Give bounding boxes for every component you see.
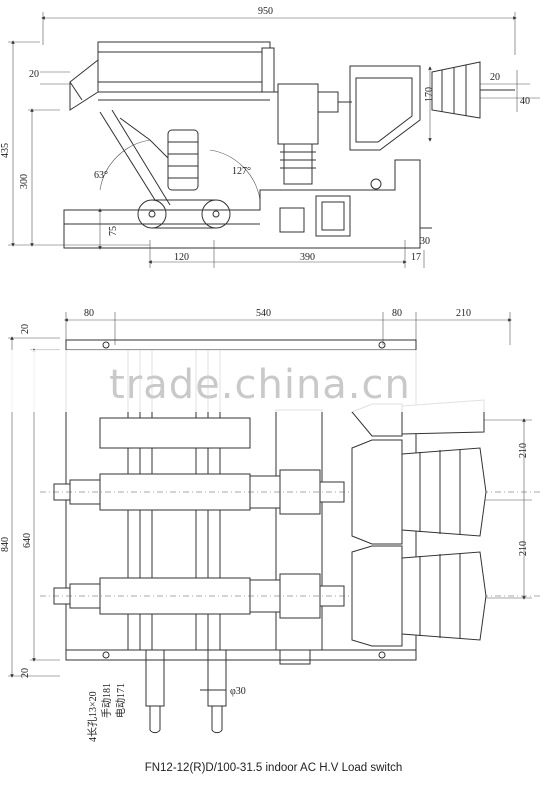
plan-view: 80 540 80 210 840 640 20 20 210 210 [0,308,540,742]
dim-210-a: 210 [518,443,529,458]
dim-540: 540 [256,308,271,319]
dim-80-right: 80 [392,308,402,319]
note-slot: 4长孔13×20 [87,691,99,742]
dim-950: 950 [258,6,273,17]
dim-300: 300 [19,174,30,189]
note-electric: 电动171 [114,683,127,718]
dim-840: 840 [0,537,11,552]
note-manual: 手动181 [100,683,113,718]
dim-left-20: 20 [29,69,39,80]
shaft-dia: φ30 [230,686,246,697]
dim-right-20: 20 [490,72,500,83]
angle-63: 63° [94,170,108,181]
watermark-text: trade.china.cn [109,362,411,408]
dim-20-top: 20 [20,324,31,334]
figure-caption: FN12-12(R)D/100-31.5 indoor AC H.V Load … [144,762,403,774]
dim-640: 640 [22,533,33,548]
dim-390: 390 [300,252,315,263]
dim-120: 120 [174,252,189,263]
dim-right-40: 40 [520,96,530,107]
dim-75: 75 [108,226,119,236]
dim-435: 435 [0,143,11,158]
dim-210-top: 210 [456,308,471,319]
dim-80-left: 80 [84,308,94,319]
dim-30: 30 [420,236,430,247]
side-view: 950 435 300 20 20 40 170 [0,6,540,268]
dim-20-bottom: 20 [20,668,31,678]
watermark-band [0,350,547,412]
dim-17: 17 [411,252,421,263]
dim-210-b: 210 [518,541,529,556]
angle-127: 127° [232,166,251,177]
